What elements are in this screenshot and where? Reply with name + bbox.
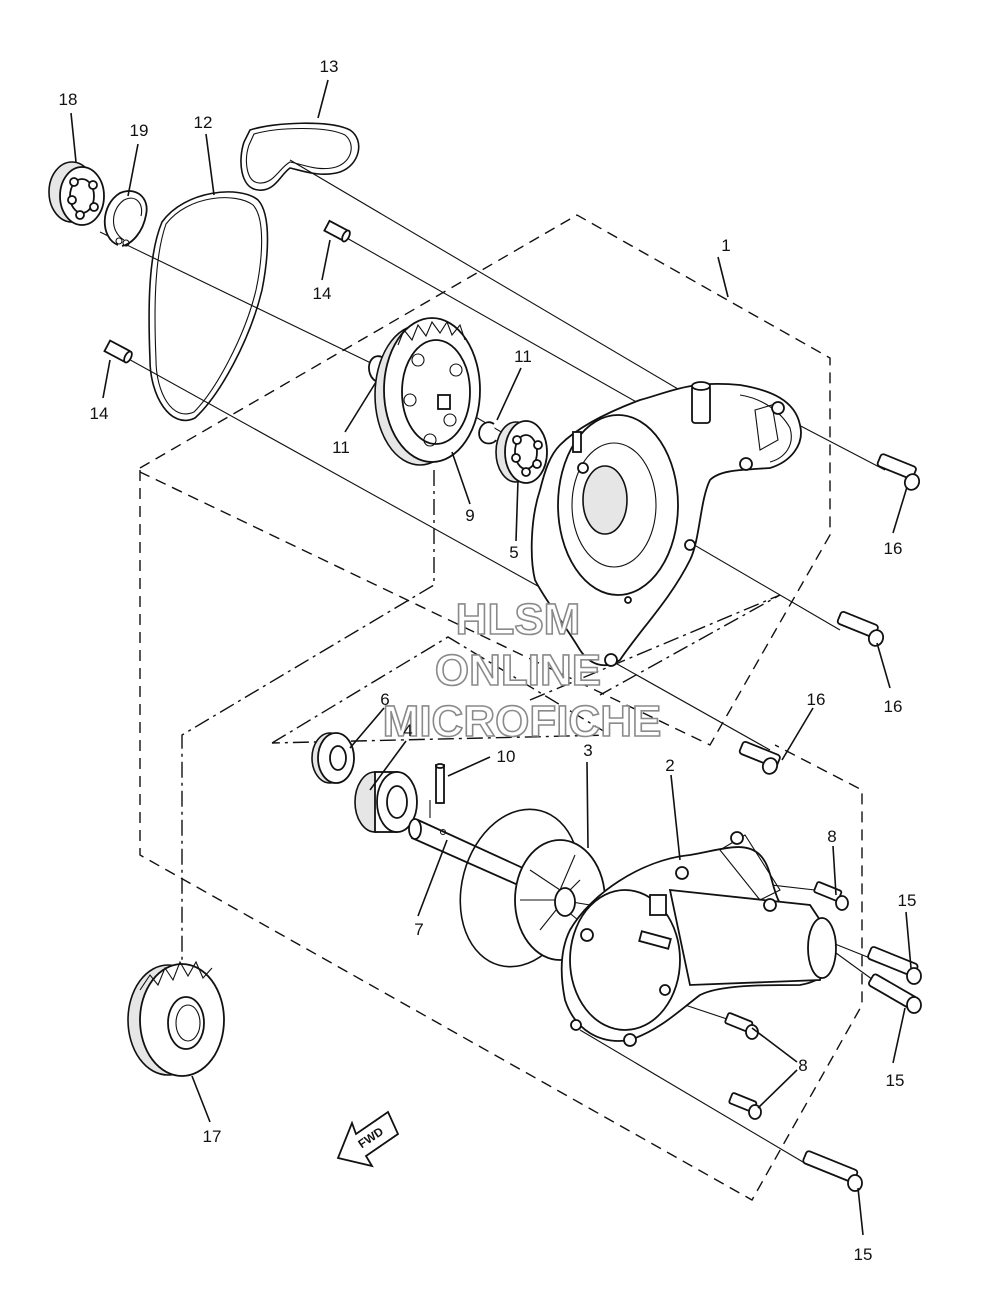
bearing-part-5 xyxy=(495,420,548,484)
bolt-part-16-lower xyxy=(738,740,781,775)
bearing-part-18 xyxy=(48,161,105,226)
dowel-pin-part-14-upper xyxy=(323,219,351,243)
callout-19: 19 xyxy=(130,121,149,140)
dowel-pin-part-14-lower xyxy=(103,339,133,364)
seal-part-4 xyxy=(354,771,418,833)
watermark-line-2: ONLINE xyxy=(435,646,601,695)
case-cover-part-1 xyxy=(530,381,802,667)
gasket-part-13 xyxy=(240,122,360,191)
callout-14-lower: 14 xyxy=(90,404,109,423)
bolt-part-8-lower xyxy=(728,1092,762,1120)
pin-part-10 xyxy=(435,763,445,804)
watermark-line-1: HLSM xyxy=(456,595,581,644)
callout-6: 6 xyxy=(380,690,389,709)
bolt-part-15-upper xyxy=(867,946,922,985)
callout-15-upper: 15 xyxy=(898,891,917,910)
bolt-part-15-middle xyxy=(868,973,922,1014)
callout-8-upper: 8 xyxy=(827,827,836,846)
watermark-line-3: MICROFICHE xyxy=(383,697,662,746)
callout-8-lower: 8 xyxy=(798,1056,807,1075)
gasket-part-12 xyxy=(148,191,269,421)
assembly-boundary-1 xyxy=(139,214,863,1201)
callout-leaders xyxy=(70,79,912,1236)
clip-part-11-right xyxy=(478,421,497,445)
callout-3: 3 xyxy=(583,741,592,760)
bolt-part-8-upper xyxy=(813,881,849,911)
callout-14-upper: 14 xyxy=(313,284,332,303)
callout-13: 13 xyxy=(320,57,339,76)
callout-15-middle: 15 xyxy=(886,1071,905,1090)
circlip-part-19 xyxy=(103,190,148,247)
callout-16-middle: 16 xyxy=(884,697,903,716)
callout-18: 18 xyxy=(59,90,78,109)
gear-part-17 xyxy=(127,960,225,1077)
bolt-part-8-middle xyxy=(724,1012,759,1040)
pump-housing-part-2 xyxy=(560,831,837,1047)
gear-part-9 xyxy=(374,317,481,466)
callout-7: 7 xyxy=(414,920,423,939)
callout-16-upper: 16 xyxy=(884,539,903,558)
callouts: 1 2 3 4 5 6 7 8 8 9 10 11 11 12 13 14 14… xyxy=(59,57,917,1264)
callout-11-left: 11 xyxy=(332,438,350,457)
callout-10: 10 xyxy=(497,747,516,766)
callout-15-lower: 15 xyxy=(854,1245,873,1264)
callout-4: 4 xyxy=(403,721,412,740)
bolt-part-16-upper xyxy=(876,453,921,491)
callout-9: 9 xyxy=(465,506,474,525)
callout-16-lower: 16 xyxy=(807,690,826,709)
callout-2: 2 xyxy=(665,756,674,775)
watermark: HLSM ONLINE MICROFICHE xyxy=(382,594,662,747)
callout-1: 1 xyxy=(721,236,730,255)
callout-12: 12 xyxy=(194,113,213,132)
bolt-part-16-middle xyxy=(836,610,885,647)
bolt-part-15-lower xyxy=(802,1150,863,1192)
callout-5: 5 xyxy=(509,543,518,562)
fwd-arrow-icon: FWD xyxy=(336,1110,400,1168)
callout-11-right: 11 xyxy=(514,347,532,366)
seal-part-6 xyxy=(311,732,355,784)
callout-17: 17 xyxy=(203,1127,222,1146)
